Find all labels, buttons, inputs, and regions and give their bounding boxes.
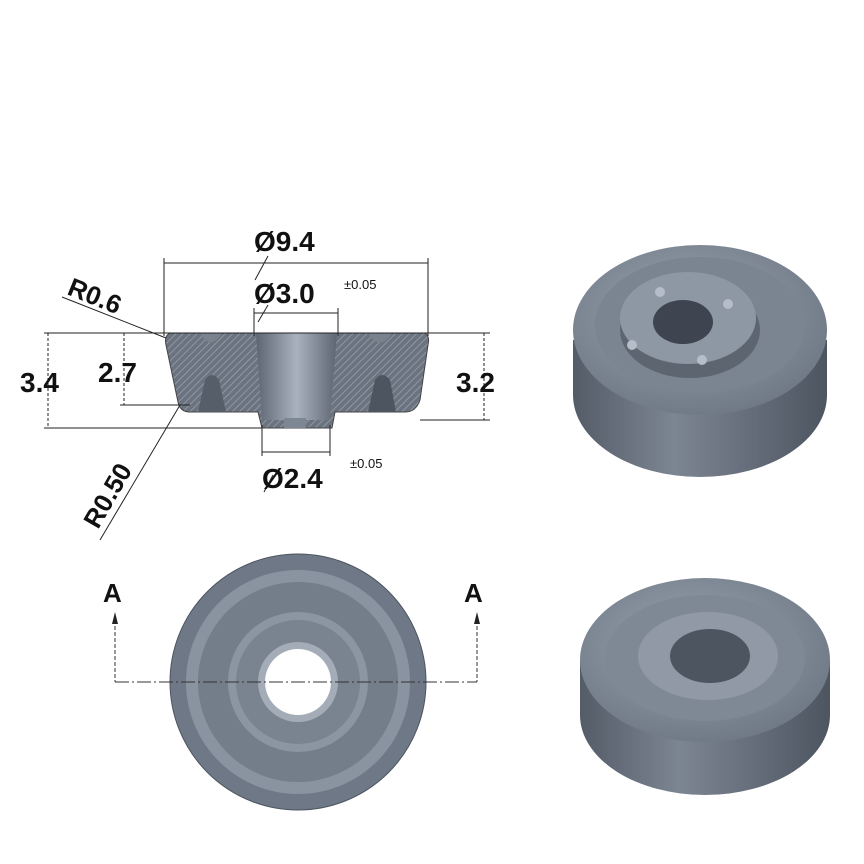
- top-hole-diameter-label: Ø3.0: [254, 278, 315, 309]
- section-view-a-a: [165, 332, 430, 429]
- total-height-label: 3.4: [20, 367, 59, 398]
- top-radius-label: R0.6: [64, 272, 126, 320]
- section-mark-left: A: [103, 578, 122, 608]
- inner-height-label: 2.7: [98, 357, 137, 388]
- bottom-radius-label: R0.50: [77, 458, 138, 533]
- top-hole-tolerance: ±0.05: [344, 277, 376, 292]
- bottom-hole-tolerance: ±0.05: [350, 456, 382, 471]
- arrow-up-icon: [112, 612, 118, 624]
- side-height-label: 3.2: [456, 367, 495, 398]
- front-view: [112, 553, 480, 811]
- isometric-view-top: [573, 245, 827, 477]
- arrow-up-icon: [474, 612, 480, 624]
- dimension-lines: [44, 255, 490, 541]
- outer-diameter-label: Ø9.4: [254, 226, 315, 257]
- bottom-hole-diameter-label: Ø2.4: [262, 463, 323, 494]
- section-mark-right: A: [464, 578, 483, 608]
- isometric-view-bottom: [580, 578, 830, 795]
